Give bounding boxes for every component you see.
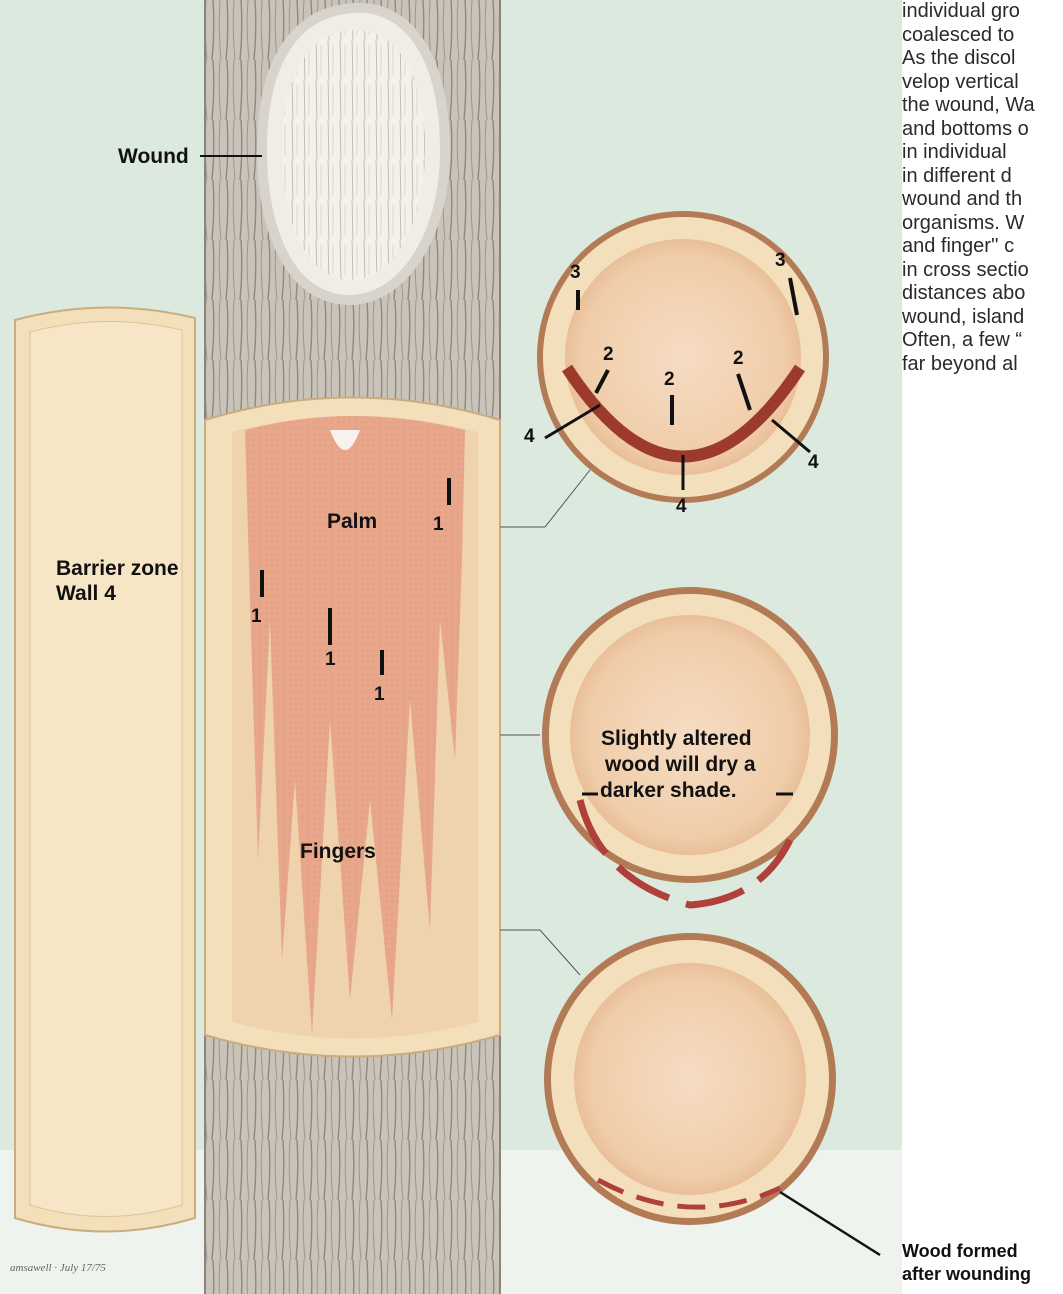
- body-text-line: wound, island: [902, 306, 1063, 330]
- body-text-line: in individual: [902, 141, 1063, 165]
- wood-formed-line2: after wounding: [902, 1263, 1063, 1286]
- wall-2-label-right: 2: [733, 348, 744, 369]
- wound-label: Wound: [118, 145, 189, 168]
- body-text-line: organisms. W: [902, 212, 1063, 236]
- fingers-label: Fingers: [300, 840, 376, 863]
- wall-4-label: Wall 4: [56, 582, 116, 605]
- wood-formed-line1: Wood formed: [902, 1240, 1063, 1263]
- slightly-altered-line1: Slightly altered: [601, 727, 752, 750]
- body-text-line: and finger'' c: [902, 235, 1063, 259]
- body-text-line: in different d: [902, 165, 1063, 189]
- wall-3-label-left: 3: [570, 262, 581, 283]
- wall-1-label-b: 1: [251, 606, 262, 627]
- wall-1-label-a: 1: [433, 514, 444, 535]
- body-text-line: the wound, Wa: [902, 94, 1063, 118]
- body-text-line: and bottoms o: [902, 118, 1063, 142]
- cross-section-bottom: [544, 933, 836, 1225]
- slightly-altered-line2: wood will dry a: [604, 753, 756, 776]
- wall-3-label-right: 3: [775, 250, 786, 271]
- wall-4-label-right: 4: [808, 452, 819, 473]
- body-text-line: in cross sectio: [902, 259, 1063, 283]
- body-text-line: Often, a few “: [902, 329, 1063, 353]
- artist-signature: amsawell · July 17/75: [10, 1262, 106, 1274]
- body-text-line: As the discol: [902, 47, 1063, 71]
- body-text-line: individual gro: [902, 0, 1063, 24]
- body-text-line: coalesced to: [902, 24, 1063, 48]
- palm-label: Palm: [327, 510, 377, 533]
- wall-1-label-d: 1: [374, 684, 385, 705]
- wall-1-label-c: 1: [325, 649, 336, 670]
- wall-2-label-left: 2: [603, 344, 614, 365]
- slightly-altered-line3: darker shade.: [600, 779, 737, 802]
- wood-formed-label: Wood formed after wounding: [902, 1240, 1063, 1286]
- body-text-line: distances abo: [902, 282, 1063, 306]
- wound-exposed-wood: [282, 30, 425, 280]
- wall-2-label-center: 2: [664, 369, 675, 390]
- body-text-line: far beyond al: [902, 353, 1063, 377]
- wall-4-label-center: 4: [676, 496, 687, 517]
- body-text-line: velop vertical: [902, 71, 1063, 95]
- body-text-line: wound and th: [902, 188, 1063, 212]
- barrier-zone-label: Barrier zone: [56, 557, 179, 580]
- wall-4-label-left: 4: [524, 426, 535, 447]
